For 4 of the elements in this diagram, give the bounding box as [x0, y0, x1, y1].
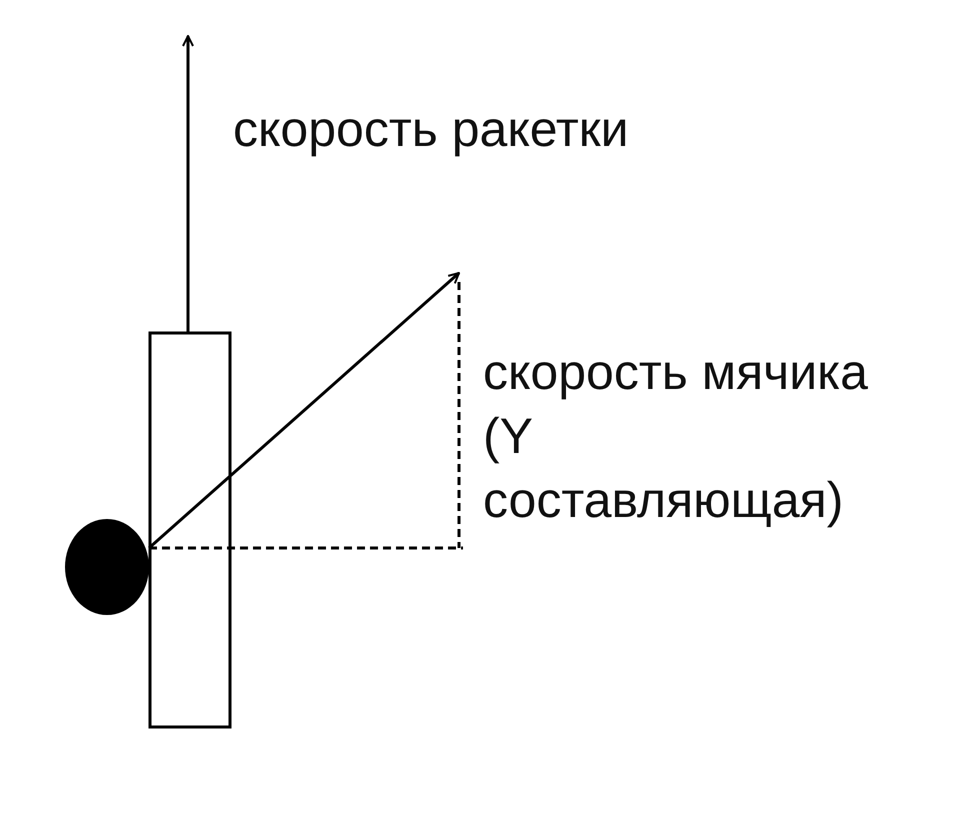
paddle [148, 332, 232, 728]
velocity-label: скорость ракетки [233, 100, 629, 159]
ball [65, 519, 149, 615]
velocity-label: скорость мячика (Y составляющая) [483, 343, 869, 530]
